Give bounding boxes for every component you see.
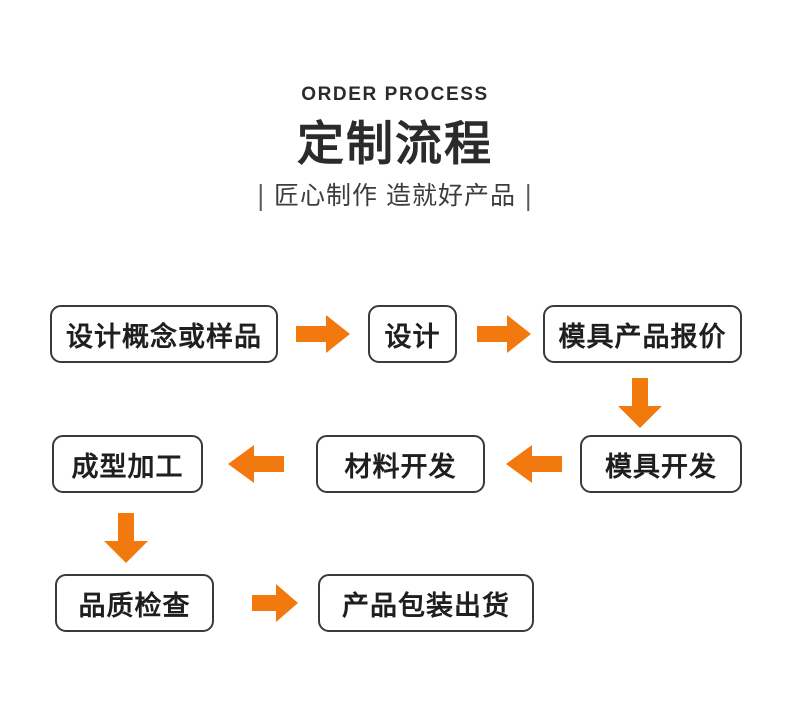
arrow-right-icon: [477, 315, 531, 353]
subtitle-text: 匠心制作 造就好产品: [274, 182, 516, 210]
flow-node-label: 设计概念或样品: [66, 321, 262, 352]
subtitle-bar-left: |: [257, 179, 266, 213]
page-subtitle: | 匠心制作 造就好产品 |: [0, 179, 790, 213]
flow-node-label: 成型加工: [71, 451, 184, 482]
arrow-down-icon: [104, 513, 148, 563]
flow-node-label: 设计: [384, 321, 441, 352]
flow-node-mold: 模具开发: [580, 435, 742, 493]
flow-node-label: 产品包装出货: [342, 590, 510, 621]
flow-node-concept: 设计概念或样品: [50, 305, 278, 363]
flow-node-design: 设计: [368, 305, 457, 363]
flow-node-forming: 成型加工: [52, 435, 203, 493]
arrow-left-icon: [506, 445, 562, 483]
arrow-right-icon: [252, 584, 298, 622]
flow-node-label: 材料开发: [344, 451, 457, 482]
subtitle-bar-right: |: [524, 179, 533, 213]
eyebrow-text: ORDER PROCESS: [301, 84, 489, 105]
flow-node-material: 材料开发: [316, 435, 485, 493]
page-title: 定制流程: [297, 117, 493, 170]
flow-node-label: 模具开发: [605, 451, 717, 482]
flow-node-quote: 模具产品报价: [543, 305, 742, 363]
flow-node-quality: 品质检查: [55, 574, 214, 632]
flow-node-packing: 产品包装出货: [318, 574, 534, 632]
flow-node-label: 模具产品报价: [558, 321, 727, 352]
arrow-down-icon: [618, 378, 662, 428]
page-header: ORDER PROCESS 定制流程 | 匠心制作 造就好产品 |: [0, 0, 790, 213]
flow-node-label: 品质检查: [78, 590, 191, 621]
arrow-right-icon: [296, 315, 350, 353]
arrow-left-icon: [228, 445, 284, 483]
